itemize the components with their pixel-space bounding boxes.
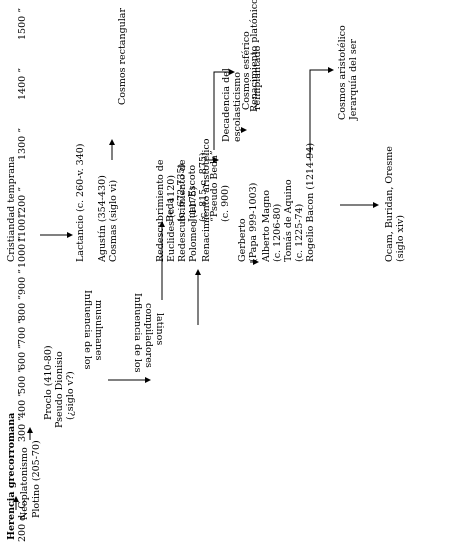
arrow-bacon-cosmos-arist (309, 67, 334, 160)
arrow-pseudobeda-up (213, 69, 235, 150)
